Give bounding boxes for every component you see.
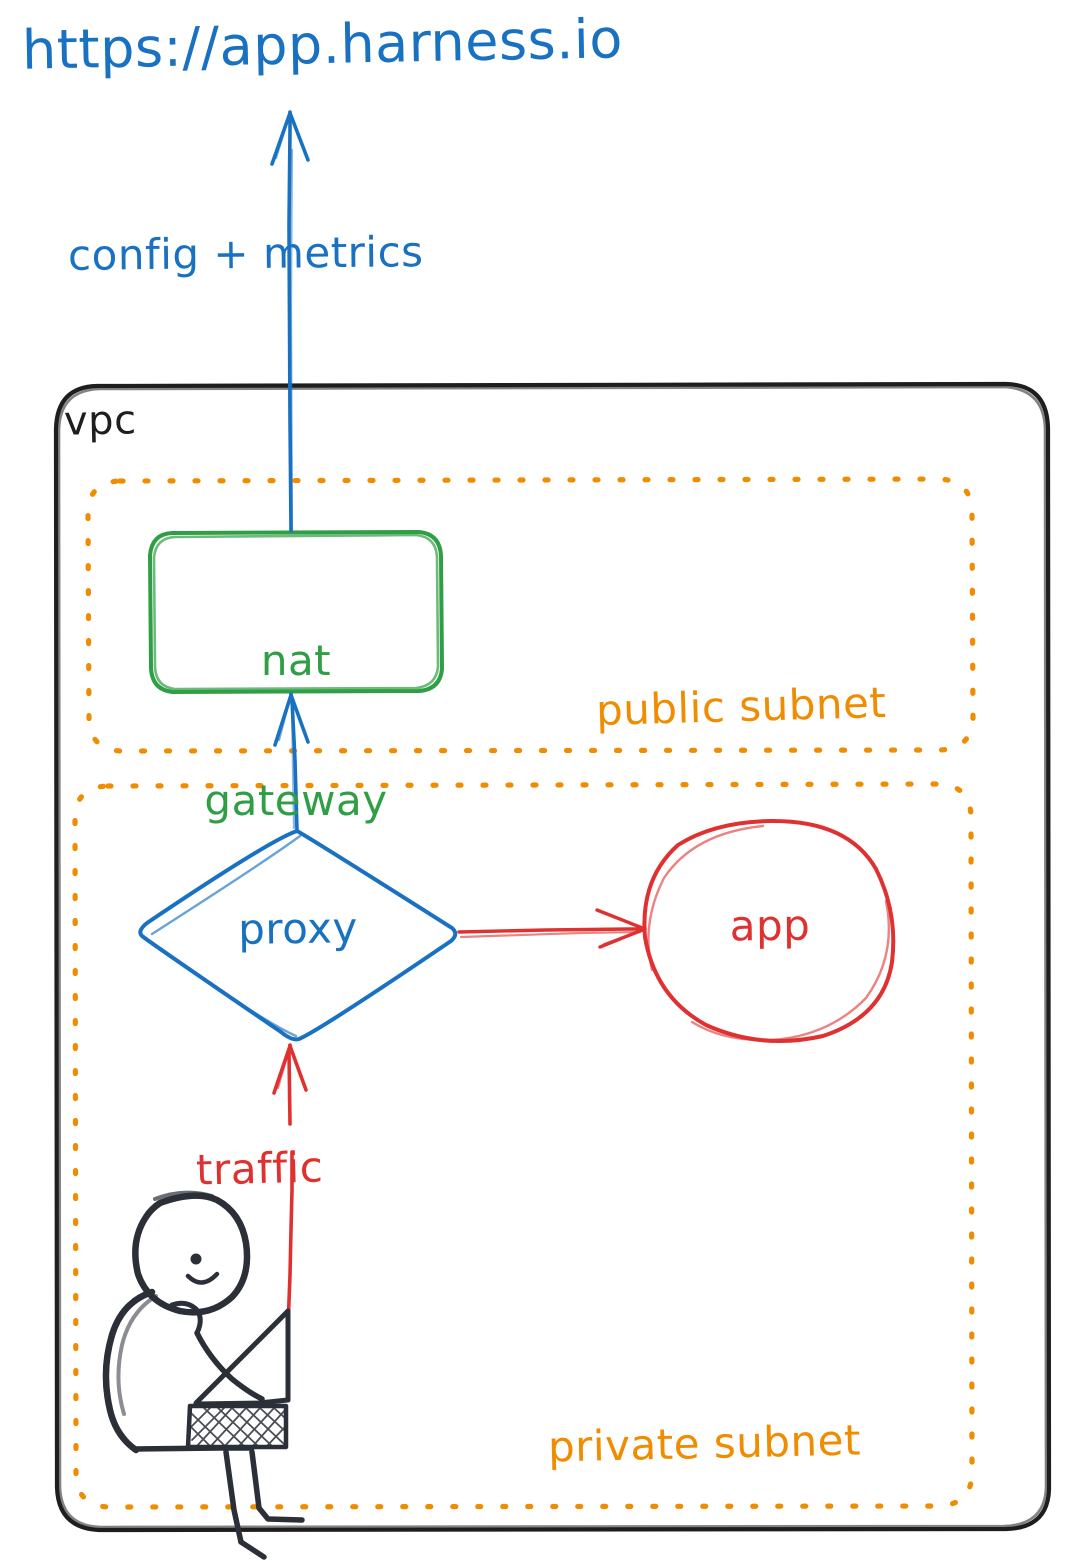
private-subnet-boundary — [72, 781, 975, 1510]
eye-icon — [190, 1253, 202, 1265]
vpc-boundary — [53, 381, 1052, 1533]
arrow-nat-to-endpoint — [270, 110, 310, 534]
nat-gateway-node[interactable] — [148, 530, 444, 694]
app-node[interactable] — [642, 818, 896, 1043]
arrow-proxy-to-app — [457, 908, 647, 949]
user-stick-figure — [102, 1190, 305, 1560]
proxy-node[interactable] — [138, 829, 458, 1042]
public-subnet-boundary — [85, 476, 976, 754]
arrow-traffic-to-proxy — [272, 1043, 308, 1329]
arrow-proxy-to-nat — [273, 692, 310, 833]
